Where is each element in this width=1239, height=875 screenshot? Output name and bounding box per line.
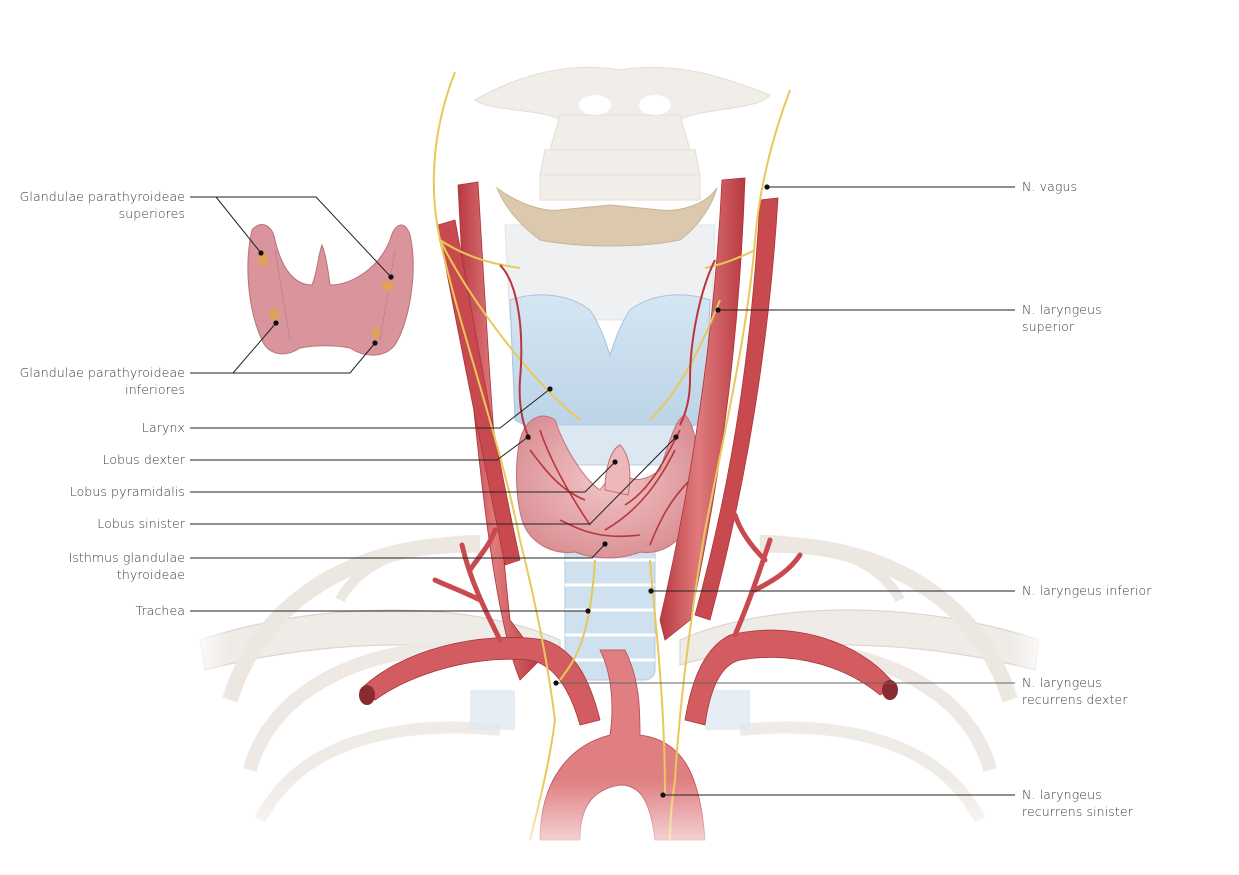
label-line: Lobus dexter: [102, 452, 185, 467]
label-line: Lobus pyramidalis: [69, 484, 185, 499]
vertebral-foramen-left: [579, 95, 611, 115]
label-trachea: Trachea: [136, 602, 185, 619]
cervical-vertebrae: [474, 66, 771, 201]
label-line: recurrens dexter: [1022, 692, 1128, 707]
parathyroid-inferior-right: [269, 308, 279, 320]
nerves: [432, 71, 791, 841]
label-line: Glandulae parathyroideae: [19, 189, 185, 204]
label-n-laryngeus-recurrens-sinister: N. laryngeus recurrens sinister: [1022, 786, 1133, 820]
right-subclavian-artery: [359, 637, 601, 726]
label-n-vagus: N. vagus: [1022, 178, 1077, 195]
label-isthmus-glandulae-thyroideae: Isthmus glandulae thyroideae: [68, 549, 185, 583]
label-lobus-pyramidalis: Lobus pyramidalis: [70, 483, 185, 500]
label-line: N. laryngeus inferior: [1022, 583, 1152, 598]
ribcage: [199, 535, 1040, 823]
parathyroid-superior-left: [382, 281, 394, 291]
label-lobus-dexter: Lobus dexter: [103, 451, 185, 468]
costal-cartilage-right: [705, 690, 750, 730]
hyoid-bone: [495, 186, 718, 247]
vertebral-foramen-right: [639, 95, 671, 115]
label-line: N. vagus: [1022, 179, 1078, 194]
right-subclavian-lumen: [359, 685, 375, 705]
label-glandulae-parathyroideae-inferiores: Glandulae parathyroideae inferiores: [20, 364, 185, 398]
label-line: Glandulae parathyroideae: [19, 365, 185, 380]
label-larynx: Larynx: [142, 419, 185, 436]
label-line: Lobus sinister: [97, 516, 185, 531]
label-glandulae-parathyroideae-superiores: Glandulae parathyroideae superiores: [20, 188, 185, 222]
leader-lines: [190, 186, 1015, 796]
label-line: inferiores: [125, 382, 185, 397]
label-line: thyroideae: [116, 567, 185, 582]
thyrocervical-branches: [432, 512, 803, 643]
label-line: Isthmus glandulae: [68, 550, 185, 565]
label-lobus-sinister: Lobus sinister: [97, 515, 185, 532]
leader-dots: [258, 184, 770, 798]
label-line: superiores: [118, 206, 185, 221]
label-line: Larynx: [141, 420, 185, 435]
parathyroid-inferior-left: [372, 327, 380, 339]
trachea-rings: [564, 539, 656, 681]
label-n-laryngeus-recurrens-dexter: N. laryngeus recurrens dexter: [1022, 674, 1128, 708]
parathyroid-superior-right: [258, 253, 268, 267]
label-line: Trachea: [135, 603, 185, 618]
label-n-laryngeus-inferior: N. laryngeus inferior: [1022, 582, 1151, 599]
left-carotid-artery: [659, 177, 779, 641]
label-line: N. laryngeus: [1022, 675, 1102, 690]
label-line: N. laryngeus: [1022, 302, 1102, 317]
left-subclavian-lumen: [882, 680, 898, 700]
label-line: N. laryngeus: [1022, 787, 1102, 802]
inset-thyroid-posterior: [247, 224, 414, 356]
label-line: superior: [1022, 319, 1075, 334]
label-line: recurrens sinister: [1022, 804, 1133, 819]
left-subclavian-artery: [684, 629, 896, 726]
label-n-laryngeus-superior: N. laryngeus superior: [1022, 301, 1102, 335]
superior-thyroid-arteries: [499, 259, 716, 441]
costal-cartilage-left: [470, 690, 515, 730]
